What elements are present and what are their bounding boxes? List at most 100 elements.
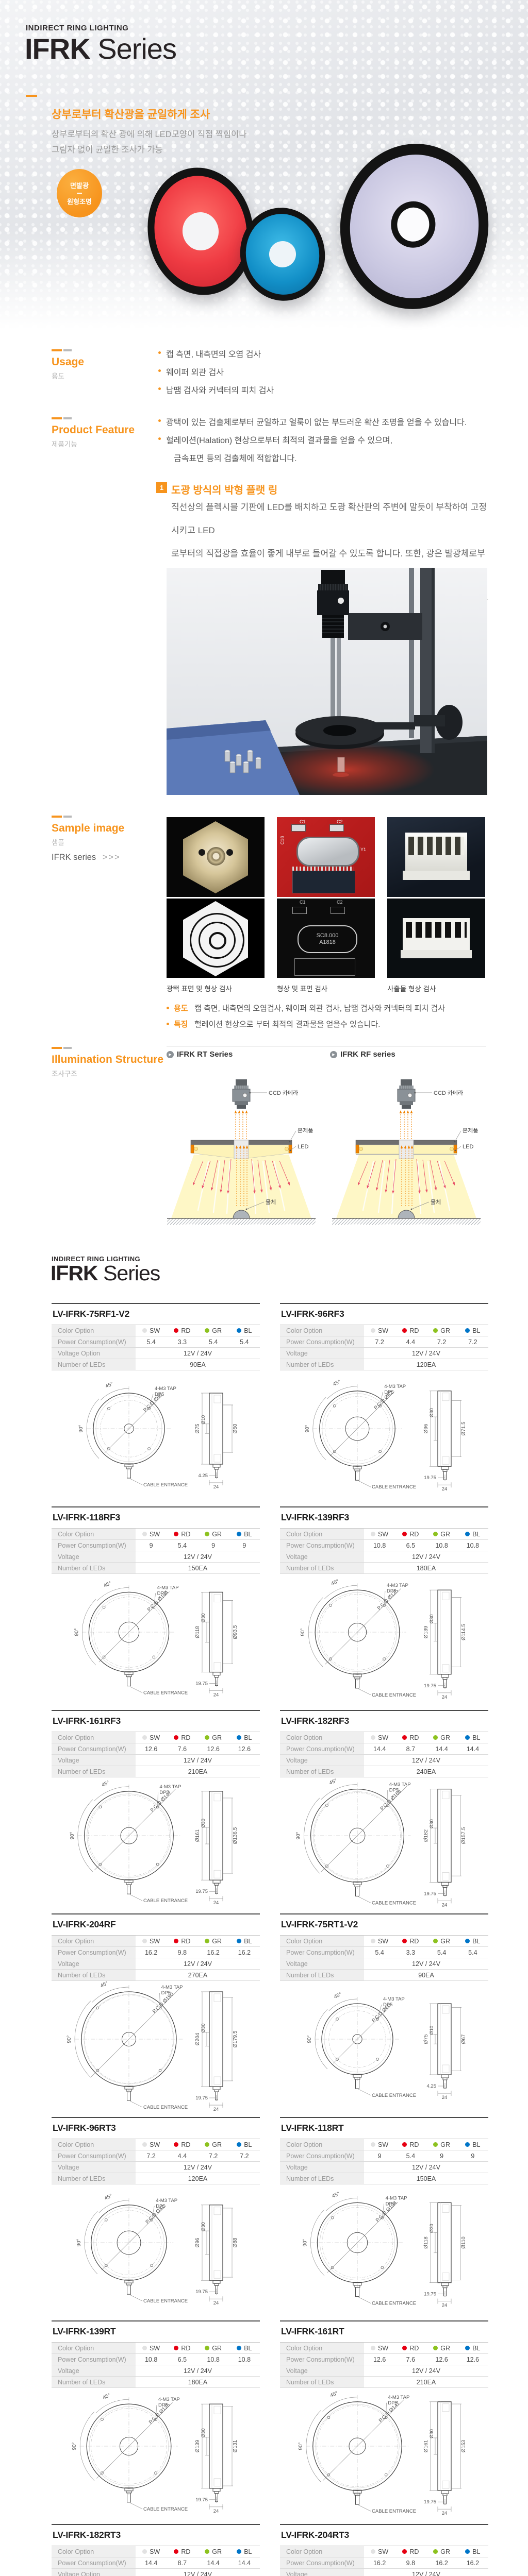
spec-row-leds: Number of LEDs 90EA xyxy=(280,1970,488,1981)
color-option-bl: BL xyxy=(229,2548,260,2555)
power-value: 14.4 xyxy=(207,2559,220,2567)
catalog-eyebrow: INDIRECT RING LIGHTING xyxy=(52,1255,141,1263)
svg-text:Ø30: Ø30 xyxy=(201,2023,206,2032)
svg-text:90°: 90° xyxy=(74,1628,79,1636)
power-value: 12.6 xyxy=(466,2355,480,2363)
svg-text:Ø118: Ø118 xyxy=(423,2236,429,2249)
svg-text:Ø204: Ø204 xyxy=(195,2032,201,2045)
spec-row-voltage: Voltage 12V / 24V xyxy=(280,2365,488,2377)
power-value: 3.3 xyxy=(406,1948,416,1956)
svg-text:90°: 90° xyxy=(305,1425,310,1432)
svg-text:4-M3 TAP: 4-M3 TAP xyxy=(384,1384,406,1389)
svg-text:Ø50: Ø50 xyxy=(233,1423,238,1433)
voltage-value: 12V / 24V xyxy=(184,2163,212,2171)
spec-label-color: Color Option xyxy=(52,2546,136,2557)
svg-text:본제품: 본제품 xyxy=(298,1127,313,1134)
power-value: 12.6 xyxy=(373,2355,386,2363)
color-option-gr: GR xyxy=(426,2141,457,2148)
svg-text:Ø30: Ø30 xyxy=(201,2428,206,2437)
svg-text:LED: LED xyxy=(298,1144,308,1150)
spec-label-voltage: Voltage xyxy=(52,1551,136,1562)
power-value: 9 xyxy=(242,1541,246,1549)
svg-text:19.75: 19.75 xyxy=(424,1475,436,1481)
color-option-rd: RD xyxy=(167,1327,197,1334)
color-option-sw: SW xyxy=(364,1938,395,1945)
spec-row-voltage: Voltage 12V / 24V xyxy=(52,1958,260,1970)
svg-text:Ø71.5: Ø71.5 xyxy=(461,1421,467,1436)
svg-text:CABLE ENTRANCE: CABLE ENTRANCE xyxy=(143,2105,188,2110)
power-value: 7.2 xyxy=(240,2152,249,2160)
spec-label-voltage: Voltage xyxy=(280,1755,364,1766)
power-value: 14.4 xyxy=(238,2559,251,2567)
color-option-rd: RD xyxy=(395,2141,426,2148)
section-dash-icon xyxy=(52,417,135,419)
color-option-sw: SW xyxy=(364,1734,395,1741)
color-option-gr: GR xyxy=(198,1734,229,1741)
svg-text:4-M3 TAP: 4-M3 TAP xyxy=(156,2198,177,2204)
svg-text:Ø96: Ø96 xyxy=(195,2238,201,2247)
color-dot-icon xyxy=(174,2346,179,2350)
spec-label-voltage: Voltage xyxy=(52,2365,136,2376)
bullet-icon xyxy=(158,351,161,354)
power-value: 7.2 xyxy=(375,1338,384,1346)
list-item: 웨이퍼 외관 검사 xyxy=(158,365,274,378)
svg-text:Ø30: Ø30 xyxy=(429,2429,435,2438)
spec-row-voltage: Voltage 12V / 24V xyxy=(280,2569,488,2576)
svg-text:4-M3 TAP: 4-M3 TAP xyxy=(158,2397,180,2402)
color-dot-icon xyxy=(433,2142,438,2147)
svg-text:Ø179.5: Ø179.5 xyxy=(233,2030,238,2047)
svg-text:4-M3 TAP: 4-M3 TAP xyxy=(155,1386,176,1392)
svg-text:CABLE ENTRANCE: CABLE ENTRANCE xyxy=(372,1484,416,1490)
color-dot-icon xyxy=(237,2142,242,2147)
spec-row-voltage: Voltage Option 12V / 24V xyxy=(52,2569,260,2576)
color-dot-icon xyxy=(371,1735,376,1740)
svg-text:45°: 45° xyxy=(333,1992,342,2000)
power-value: 10.8 xyxy=(466,1541,480,1549)
leds-value: 120EA xyxy=(416,1361,436,1368)
svg-text:45°: 45° xyxy=(331,1579,340,1587)
svg-text:90°: 90° xyxy=(67,2035,72,2043)
color-option-sw: SW xyxy=(136,1531,167,1538)
spec-label-leds: Number of LEDs xyxy=(280,1563,364,1573)
spec-label-voltage: Voltage xyxy=(280,2569,364,2576)
bullet-icon xyxy=(167,1007,169,1009)
svg-text:CABLE ENTRANCE: CABLE ENTRANCE xyxy=(372,1692,416,1698)
color-option-bl: BL xyxy=(229,1531,260,1538)
sample-photo-pcb: C1 C2 C18 Y1 xyxy=(277,817,375,897)
svg-text:Ø30: Ø30 xyxy=(201,1613,206,1622)
power-value: 9 xyxy=(440,2152,444,2160)
color-dot-icon xyxy=(371,1328,376,1333)
spec-label-voltage: Voltage xyxy=(52,1958,136,1969)
voltage-value: 12V / 24V xyxy=(412,2570,440,2576)
bullet-text: 광택이 있는 검출체로부터 균일하고 얼룩이 없는 부드러운 확산 조명을 얻을… xyxy=(166,418,467,427)
svg-text:24: 24 xyxy=(442,2303,448,2309)
spec-label-voltage: Voltage xyxy=(52,1755,136,1766)
color-option-bl: BL xyxy=(457,1531,488,1538)
svg-text:CABLE ENTRANCE: CABLE ENTRANCE xyxy=(143,2506,188,2512)
note-text: 헐레이션 현상으로 부터 최적의 결과물을 얻을수 있습니다. xyxy=(194,1020,381,1029)
svg-text:Ø139: Ø139 xyxy=(195,2439,201,2452)
pcb-label-c1: C1 xyxy=(300,819,306,824)
svg-text:4-M3 TAP: 4-M3 TAP xyxy=(389,1782,411,1788)
list-item: 헐레이션(Halation) 현상으로부터 최적의 결과물을 얻을 수 있으며, xyxy=(158,433,467,446)
svg-text:물체: 물체 xyxy=(266,1199,276,1206)
svg-text:CABLE ENTRANCE: CABLE ENTRANCE xyxy=(372,1900,416,1906)
spec-label-color: Color Option xyxy=(280,1732,364,1743)
color-dot-icon xyxy=(465,2346,470,2350)
pcb-label-c1: C1 xyxy=(300,900,306,905)
